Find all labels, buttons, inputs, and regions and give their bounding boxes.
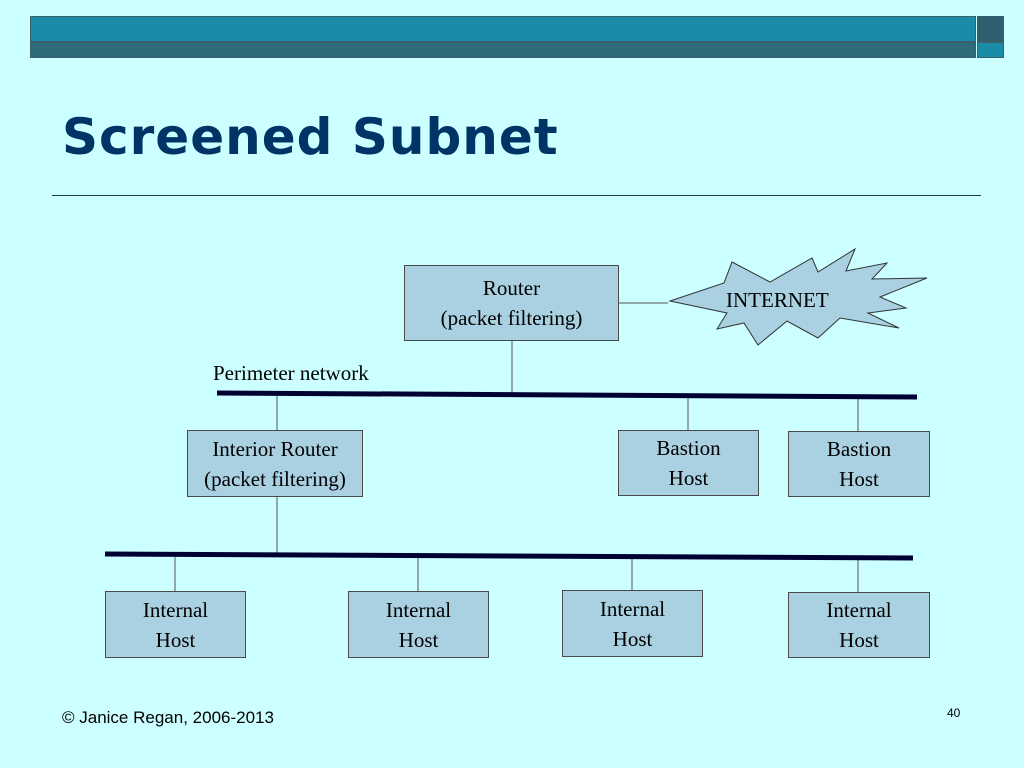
interior-router-line2: (packet filtering) (204, 466, 346, 491)
bastion-host-line2: Host (839, 467, 879, 491)
internal-host-line1: Internal (826, 598, 892, 622)
bastion-host-line1: Bastion (656, 436, 721, 460)
slide-title: Screened Subnet (62, 108, 559, 166)
internal-host-line2: Host (612, 626, 653, 651)
internet-label: INTERNET (726, 288, 829, 312)
router-box-line1: Router (482, 276, 541, 300)
bastion-host-box: Bastion Host (788, 431, 930, 497)
internal-host-box: Internal Host (562, 590, 703, 657)
internal-host-line2: Host (155, 627, 196, 652)
internal-host-line1: Internal (385, 597, 452, 622)
header-corner-square (977, 16, 1004, 42)
title-divider (52, 195, 981, 196)
internal-host-box: Internal Host (348, 591, 489, 658)
bastion-host-line2: Host (668, 466, 709, 490)
router-box-line2: (packet filtering) (440, 306, 583, 330)
internal-host-box: Internal Host (788, 592, 930, 658)
header-bar (30, 16, 976, 42)
copyright-footer: © Janice Regan, 2006-2013 (62, 708, 274, 727)
internal-host-line2: Host (398, 627, 439, 652)
interior-router-line1: Interior Router (212, 436, 338, 461)
page-number: 40 (947, 706, 961, 720)
internet-burst-shape (668, 247, 928, 346)
interior-router-box: Interior Router (packet filtering) (187, 430, 363, 497)
internal-network-bus (104, 551, 914, 561)
internal-host-line1: Internal (142, 597, 209, 622)
perimeter-network-label: Perimeter network (213, 361, 369, 385)
internal-host-box: Internal Host (105, 591, 246, 658)
internal-host-line1: Internal (599, 596, 666, 621)
bastion-host-box: Bastion Host (618, 430, 759, 496)
bastion-host-line1: Bastion (826, 437, 892, 461)
perimeter-network-bus (216, 390, 918, 400)
header-corner-square-lower (977, 42, 1004, 58)
router-box: Router (packet filtering) (404, 265, 619, 341)
header-bar-lower (30, 42, 976, 58)
internal-host-line2: Host (839, 628, 879, 652)
